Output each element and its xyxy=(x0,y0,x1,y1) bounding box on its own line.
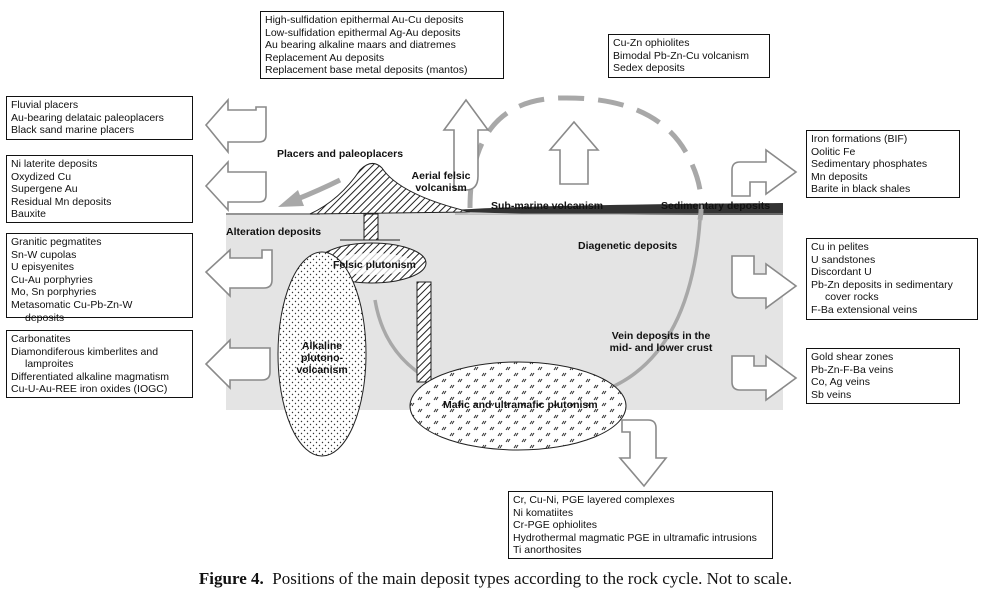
box-line: Oxydized Cu xyxy=(11,170,72,183)
box-line: Ti anorthosites xyxy=(513,544,582,557)
arrow-to-gold xyxy=(731,354,798,402)
box-line: Cr, Cu-Ni, PGE layered complexes xyxy=(513,494,675,506)
box-line: Sn-W cupolas xyxy=(11,248,77,261)
arrow-to-iron xyxy=(731,148,798,197)
box-line: deposits xyxy=(25,311,65,324)
box-line: Black sand marine placers xyxy=(11,124,135,137)
box-line: Pb-Zn-F-Ba veins xyxy=(811,363,894,376)
caption-prefix: Figure 4. xyxy=(198,569,264,588)
arrow-to-laterite xyxy=(204,159,267,213)
box-line: Mo, Sn porphyries xyxy=(11,286,97,299)
box-line: Cu in pelites xyxy=(811,241,869,253)
caption-text: Positions of the main deposit types acco… xyxy=(272,569,793,588)
mafic-ellipse xyxy=(409,361,627,451)
box-line: Hydrothermal magmatic PGE in ultramafic … xyxy=(513,531,757,544)
arrow-to-mafic-box xyxy=(618,419,668,488)
feeder-dyke xyxy=(416,281,432,383)
label-mafic-plutonism: Mafic and ultramafic plutonism xyxy=(443,399,598,411)
label-felsic-plutonism: Felsic plutonism xyxy=(333,259,416,271)
label-aerial-line1: Aerial felsic xyxy=(411,170,471,182)
arrow-to-ophiolites xyxy=(548,120,600,185)
label-placers: Placers and paleoplacers xyxy=(277,148,404,160)
label-alteration-deposits: Alteration deposits xyxy=(226,226,322,238)
arrow-to-placers xyxy=(204,97,267,155)
label-vein-2: mid- and lower crust xyxy=(609,342,713,354)
box-line: Bauxite xyxy=(11,208,47,221)
box-line: Sb veins xyxy=(811,388,852,401)
cycle-arrow-head xyxy=(278,190,304,207)
box-line: High-sulfidation epithermal Au-Cu deposi… xyxy=(265,14,464,26)
arrow-to-carbonatites xyxy=(204,338,271,390)
box-line: Metasomatic Cu-Pb-Zn-W xyxy=(11,298,133,311)
label-alkaline-2: plutono- xyxy=(301,352,343,364)
label-vein-1: Vein deposits in the xyxy=(611,330,711,342)
box-line: Carbonatites xyxy=(11,333,71,345)
box-line: Cr-PGE ophiolites xyxy=(513,519,598,532)
box-line: Ni laterite deposits xyxy=(11,158,98,170)
box-line: U episyenites xyxy=(11,261,75,274)
box-line: Replacement base metal deposits (mantos) xyxy=(265,64,468,77)
box-line: Ni komatiites xyxy=(513,506,574,519)
box-line: Cu-Zn ophiolites xyxy=(613,37,690,49)
figure-caption: Figure 4. Positions of the main deposit … xyxy=(0,569,991,589)
box-line: cover rocks xyxy=(825,291,879,304)
alkaline-ellipse xyxy=(277,251,367,457)
volcanic-conduit xyxy=(363,213,379,241)
box-line: Sedex deposits xyxy=(613,62,685,75)
box-line: Residual Mn deposits xyxy=(11,195,112,208)
box-line: Cu-Au porphyries xyxy=(11,273,93,286)
arrow-to-pelites xyxy=(731,255,798,310)
label-alkaline-1: Alkaline xyxy=(301,340,343,352)
box-line: Supergene Au xyxy=(11,183,78,196)
arrow-to-epithermal xyxy=(442,98,490,191)
box-line: Cu-U-Au-REE iron oxides (IOGC) xyxy=(11,383,168,396)
box-line: Diamondiferous kimberlites and xyxy=(11,345,159,358)
box-line: Differentiated alkaline magmatism xyxy=(11,370,169,383)
cycle-dashed-arc xyxy=(467,95,704,221)
label-vein-deposits: Vein deposits in the mid- and lower crus… xyxy=(596,330,726,354)
volcano xyxy=(309,163,471,215)
box-line: Co, Ag veins xyxy=(811,376,870,389)
box-line: Fluvial placers xyxy=(11,99,79,111)
label-aerial-felsic-volcanism: Aerial felsic volcanism xyxy=(396,170,486,194)
box-line: F-Ba extensional veins xyxy=(811,303,918,316)
box-line: Gold shear zones xyxy=(811,351,894,363)
box-line: Au bearing alkaline maars and diatremes xyxy=(265,39,456,52)
box-line: Granitic pegmatites xyxy=(11,236,102,248)
label-sedimentary-deposits: Sedimentary deposits xyxy=(661,200,771,212)
box-line: U sandstones xyxy=(811,253,876,266)
box-line: Discordant U xyxy=(811,266,872,279)
label-submarine-volcanism: Sub-marine volcanism xyxy=(491,200,604,212)
box-line: Sedimentary phosphates xyxy=(811,158,928,171)
box-line: Au-bearing delataic paleoplacers xyxy=(11,111,164,124)
label-alkaline-3: volcanism xyxy=(296,364,348,376)
box-line: Oolitic Fe xyxy=(811,145,856,158)
box-line: lamproites xyxy=(25,358,74,371)
label-aerial-line2: volcanism xyxy=(415,182,467,194)
box-line: Bimodal Pb-Zn-Cu volcanism xyxy=(613,49,749,62)
box-line: Mn deposits xyxy=(811,170,868,183)
box-line: Iron formations (BIF) xyxy=(811,133,908,145)
arrow-to-granitic xyxy=(204,248,273,298)
box-line: Replacement Au deposits xyxy=(265,51,385,64)
label-diagenetic-deposits: Diagenetic deposits xyxy=(578,240,678,252)
hollow-arrows xyxy=(204,97,798,488)
box-line: Barite in black shales xyxy=(811,183,911,196)
box-line: Low-sulfidation epithermal Ag-Au deposit… xyxy=(265,26,461,39)
cycle-arrow-placers xyxy=(294,177,342,203)
box-line: Pb-Zn deposits in sedimentary xyxy=(811,278,953,291)
box-epithermal-deposits: High-sulfidation epithermal Au-Cu deposi… xyxy=(260,11,504,79)
label-alkaline: Alkaline plutono- volcanism xyxy=(282,340,362,376)
